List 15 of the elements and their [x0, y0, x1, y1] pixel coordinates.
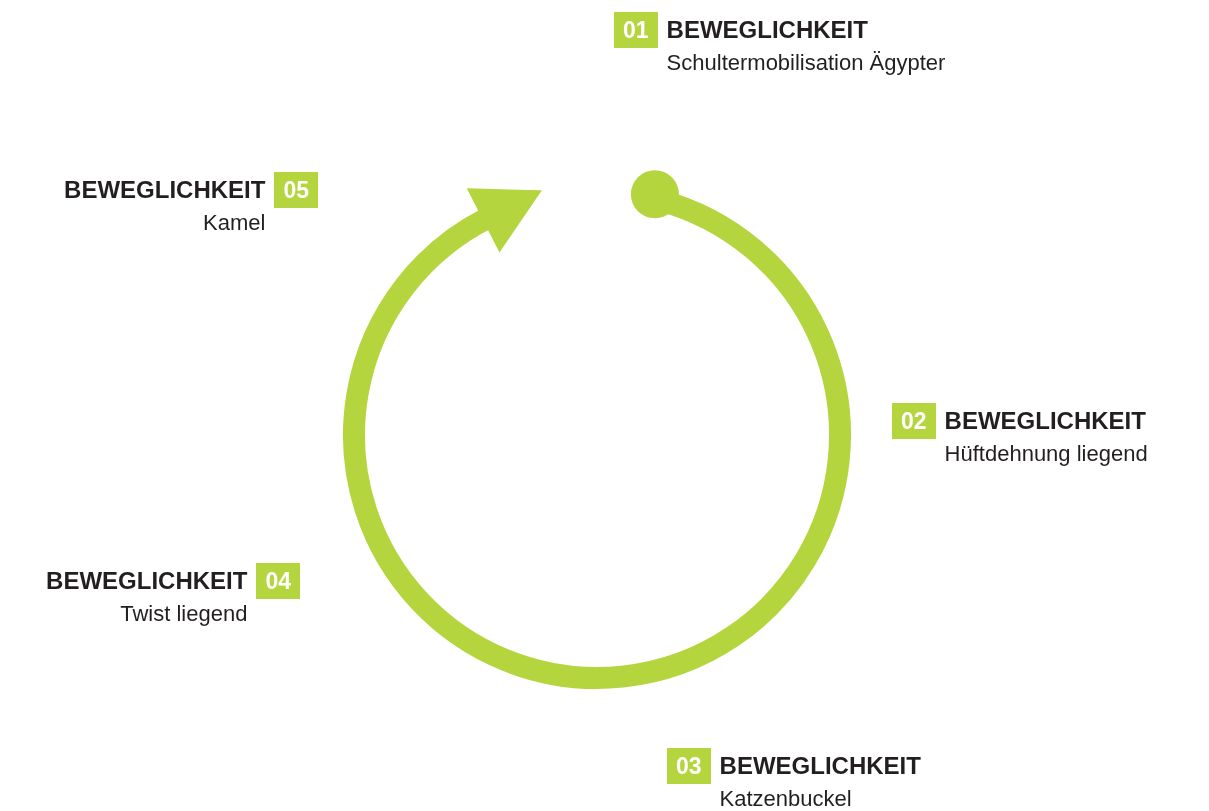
- exercise-name: Katzenbuckel: [719, 786, 853, 811]
- number-badge: 03: [667, 748, 711, 784]
- exercise-name: Twist liegend: [120, 601, 248, 627]
- number-badge: 04: [256, 563, 300, 599]
- step-title: BEWEGLICHKEIT: [666, 16, 869, 44]
- step-title: BEWEGLICHKEIT: [944, 407, 1147, 435]
- exercise-name: Schultermobilisation Ägypter: [666, 50, 946, 76]
- step-title: BEWEGLICHKEIT: [64, 176, 266, 204]
- number-badge: 02: [892, 403, 936, 439]
- number-badge: 01: [614, 12, 658, 48]
- step-title: BEWEGLICHKEIT: [46, 567, 248, 595]
- step-title: BEWEGLICHKEIT: [719, 752, 921, 780]
- exercise-name: Kamel: [203, 210, 266, 236]
- number-badge: 05: [274, 172, 318, 208]
- exercise-name: Hüftdehnung liegend: [944, 441, 1148, 467]
